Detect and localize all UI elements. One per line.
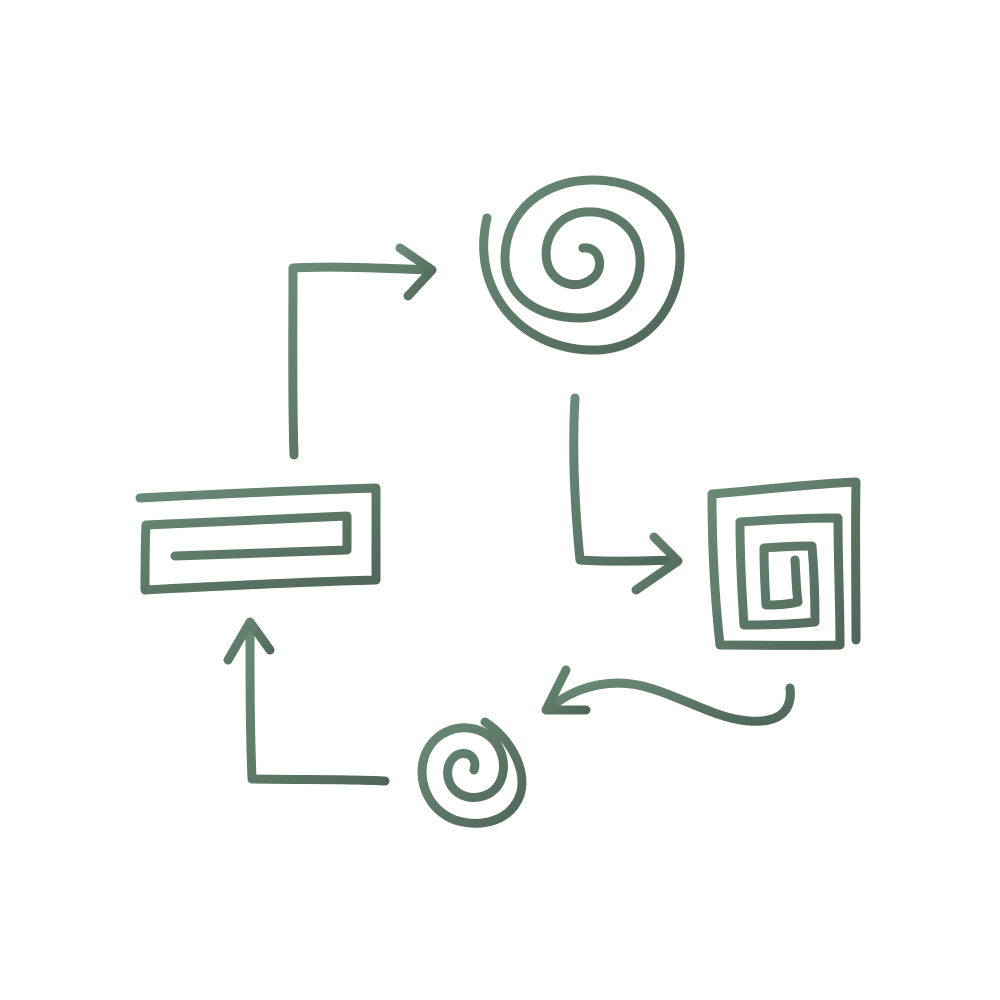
- arrow-square-to-small-spiral: [541, 665, 795, 726]
- arrow-large-spiral-to-square: [569, 393, 683, 595]
- large-spiral-node: [479, 175, 685, 355]
- square-spiral-node: [707, 477, 861, 650]
- small-spiral-node: [417, 717, 527, 828]
- arrow-rect-to-large-spiral: [288, 243, 437, 460]
- arrow-small-spiral-to-rect: [223, 617, 390, 786]
- rect-spiral-node: [135, 483, 381, 595]
